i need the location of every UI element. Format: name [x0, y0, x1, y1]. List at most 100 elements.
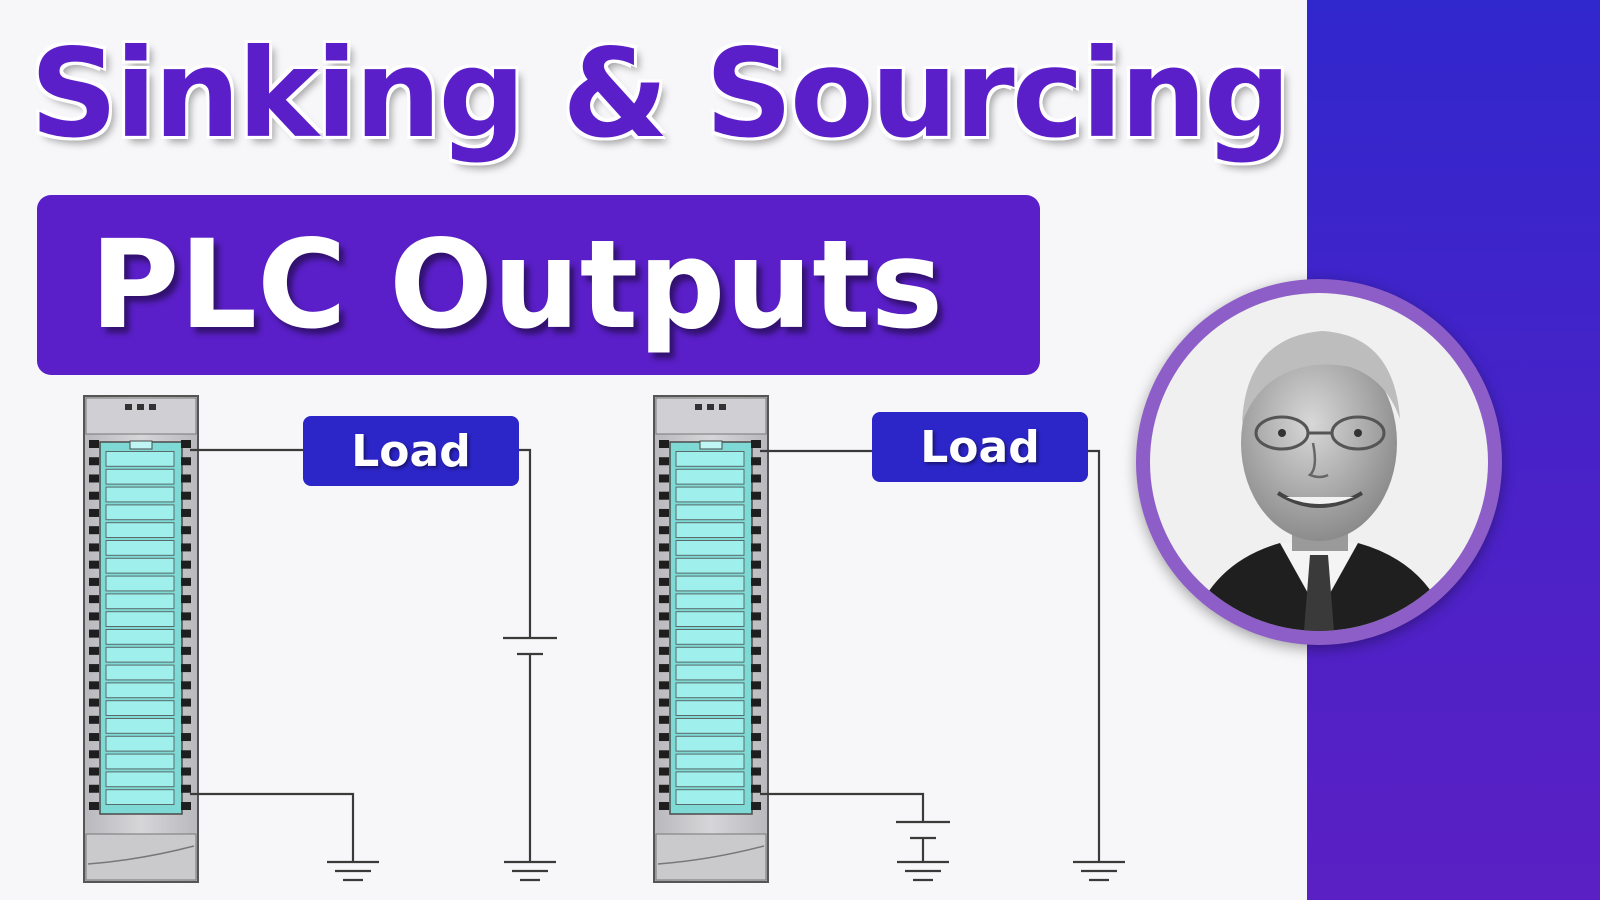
terminal-pin	[181, 750, 191, 759]
output-channel-slot	[675, 593, 745, 610]
terminal-pin	[181, 646, 191, 655]
terminal-pin	[181, 715, 191, 724]
output-channel-slot	[675, 557, 745, 574]
terminal-pin	[89, 474, 99, 483]
terminal-pin	[181, 491, 191, 500]
terminal-pin	[89, 750, 99, 759]
terminal-pin	[89, 681, 99, 690]
terminal-pin	[89, 664, 99, 673]
terminal-pin	[181, 698, 191, 707]
output-channel-slot	[675, 540, 745, 556]
output-channel-slot	[105, 629, 175, 645]
terminal-pin	[89, 715, 99, 724]
ground-icon	[327, 860, 379, 882]
output-channel-slot	[105, 593, 175, 610]
ground-icon	[504, 860, 556, 882]
output-channel-slot	[105, 735, 175, 752]
terminal-pin	[181, 508, 191, 517]
terminal-pin	[89, 698, 99, 707]
presenter-portrait	[1136, 279, 1502, 645]
terminal-pin	[181, 664, 191, 673]
terminal-pin	[659, 629, 669, 638]
terminal-pin	[659, 733, 669, 742]
terminal-pin	[89, 526, 99, 535]
terminal-pin	[751, 629, 761, 638]
terminal-pin	[751, 612, 761, 621]
battery-icon	[896, 820, 950, 840]
terminal-pin	[89, 543, 99, 552]
terminal-pin	[181, 577, 191, 586]
portrait-image	[1150, 293, 1488, 631]
terminal-pin	[659, 508, 669, 517]
terminal-pin	[659, 457, 669, 466]
output-channel-slot	[675, 682, 745, 699]
terminal-pin	[659, 595, 669, 604]
terminal-pin	[659, 560, 669, 569]
output-channel-slot	[105, 575, 175, 592]
terminal-pin	[751, 577, 761, 586]
terminal-pin	[89, 491, 99, 500]
terminal-pin	[89, 595, 99, 604]
output-channel-slot	[675, 451, 745, 467]
output-channel-slot	[105, 718, 175, 734]
terminal-pin	[659, 577, 669, 586]
output-channel-slot	[675, 468, 745, 485]
load-label: Load	[920, 421, 1040, 473]
terminal-pin	[89, 440, 99, 448]
plc-module-sinking	[83, 395, 199, 883]
terminal-pin	[181, 681, 191, 690]
terminal-pin	[659, 698, 669, 707]
terminal-pin	[751, 802, 761, 810]
terminal-pin	[751, 698, 761, 707]
output-channel-slot	[675, 735, 745, 752]
output-channel-slot	[675, 575, 745, 592]
terminal-pin	[181, 543, 191, 552]
output-channel-slot	[105, 504, 175, 521]
terminal-pin	[181, 802, 191, 810]
terminal-pin	[751, 664, 761, 673]
terminal-pin	[659, 802, 669, 810]
output-channel-slot	[675, 522, 745, 539]
output-channel-slot	[105, 611, 175, 628]
terminal-pin	[659, 440, 669, 448]
terminal-pin	[181, 526, 191, 535]
terminal-pin	[89, 508, 99, 517]
output-channel-slot	[105, 753, 175, 770]
output-channel-slot	[105, 771, 175, 788]
output-channel-slot	[105, 789, 175, 806]
output-channel-slot	[675, 664, 745, 681]
terminal-pin	[181, 784, 191, 793]
subtitle-banner	[37, 195, 1040, 375]
wire-common-to-battery	[760, 792, 925, 822]
terminal-pin	[659, 612, 669, 621]
terminal-pin	[659, 784, 669, 793]
output-channel-slot	[675, 753, 745, 770]
terminal-pin	[181, 457, 191, 466]
terminal-pin	[89, 612, 99, 621]
terminal-pin	[89, 629, 99, 638]
load-box-sourcing: Load	[872, 412, 1088, 482]
terminal-pin	[659, 715, 669, 724]
terminal-pin	[751, 733, 761, 742]
load-label: Load	[351, 425, 471, 477]
battery-icon	[503, 636, 557, 656]
output-channel-slot	[105, 540, 175, 556]
terminal-pin	[751, 491, 761, 500]
terminal-pin	[659, 543, 669, 552]
terminal-pin	[751, 750, 761, 759]
terminal-pin	[659, 491, 669, 500]
ground-icon	[897, 860, 949, 882]
terminal-pin	[659, 681, 669, 690]
terminal-pin	[751, 767, 761, 776]
output-channel-slot	[675, 789, 745, 806]
terminal-pin	[751, 457, 761, 466]
page-title: Sinking & Sourcing	[30, 23, 1291, 165]
page-subtitle: PLC Outputs	[90, 214, 944, 356]
terminal-pin	[751, 784, 761, 793]
terminal-pin	[659, 474, 669, 483]
terminal-pin	[751, 681, 761, 690]
terminal-pin	[89, 767, 99, 776]
terminal-pin	[89, 457, 99, 466]
terminal-pin	[181, 560, 191, 569]
terminal-pin	[659, 767, 669, 776]
